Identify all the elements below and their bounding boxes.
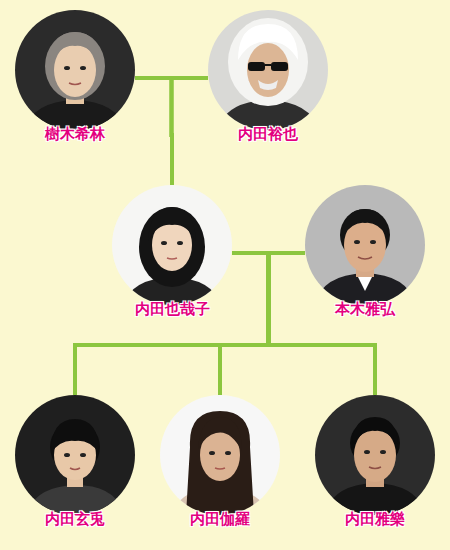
- person-node: 樹木希林: [15, 10, 135, 146]
- portrait: [315, 395, 435, 525]
- family-line: [172, 78, 209, 185]
- portrait-part: [23, 32, 127, 140]
- portrait-part: [258, 80, 278, 90]
- portrait-part: [198, 417, 242, 451]
- portrait-part: [354, 240, 360, 244]
- portrait: [15, 395, 135, 525]
- portrait: [160, 395, 280, 525]
- person-name: 内田也哉子: [135, 299, 210, 319]
- person-name: 内田伽羅: [190, 509, 250, 529]
- portrait-part: [160, 395, 280, 515]
- portrait-part: [167, 258, 177, 259]
- portrait-part: [45, 32, 105, 100]
- portrait-part: [139, 207, 205, 287]
- portrait-part: [80, 453, 86, 457]
- person-name: 内田裕也: [238, 124, 298, 144]
- portrait-part: [215, 468, 225, 469]
- person-name: 内田雅樂: [345, 509, 405, 529]
- portrait-part: [25, 419, 125, 525]
- portrait-part: [370, 240, 376, 244]
- portrait-part: [352, 417, 398, 445]
- portrait-part: [342, 209, 388, 237]
- person-node: 本木雅弘: [305, 185, 425, 321]
- portrait-part: [51, 419, 99, 453]
- portrait-part: [54, 43, 96, 97]
- portrait-part: [177, 241, 183, 245]
- portrait-part: [247, 43, 289, 97]
- person-node: 内田伽羅: [160, 395, 280, 531]
- portrait: [305, 185, 425, 315]
- portrait: [112, 185, 232, 315]
- portrait-part: [209, 451, 215, 455]
- family-line: [135, 78, 172, 185]
- portrait-part: [248, 62, 265, 71]
- portrait-part: [357, 275, 373, 291]
- person-node: 内田也哉子: [112, 185, 232, 321]
- person-name: 樹木希林: [45, 124, 105, 144]
- portrait-part: [112, 185, 232, 305]
- portrait-part: [364, 450, 370, 454]
- portrait-part: [271, 62, 288, 71]
- portrait-part: [69, 83, 81, 85]
- portrait-part: [122, 207, 222, 315]
- person-name: 本木雅弘: [335, 299, 395, 319]
- person-name: 内田玄兎: [45, 509, 105, 529]
- portrait-part: [358, 257, 372, 259]
- portrait-part: [225, 451, 231, 455]
- portrait-part: [369, 467, 381, 469]
- portrait-part: [64, 453, 70, 457]
- family-line: [220, 253, 305, 395]
- portrait-part: [305, 185, 425, 305]
- portrait-part: [148, 207, 196, 241]
- portrait-part: [354, 428, 396, 482]
- portrait-part: [265, 64, 271, 66]
- portrait-part: [323, 417, 427, 525]
- portrait-part: [380, 450, 386, 454]
- portrait-part: [186, 411, 254, 515]
- person-node: 内田玄兎: [15, 395, 135, 531]
- portrait-part: [80, 66, 86, 70]
- portrait-part: [313, 209, 417, 315]
- portrait: [15, 10, 135, 140]
- person-node: 内田雅樂: [315, 395, 435, 531]
- portrait-part: [70, 468, 80, 470]
- portrait-part: [50, 32, 100, 64]
- portrait-part: [238, 24, 298, 60]
- person-node: 内田裕也: [208, 10, 328, 146]
- portrait-part: [170, 411, 270, 525]
- family-line: [220, 253, 269, 395]
- portrait: [208, 10, 328, 140]
- portrait-part: [161, 241, 167, 245]
- portrait-part: [64, 66, 70, 70]
- portrait-part: [228, 18, 308, 106]
- portrait-part: [216, 18, 320, 140]
